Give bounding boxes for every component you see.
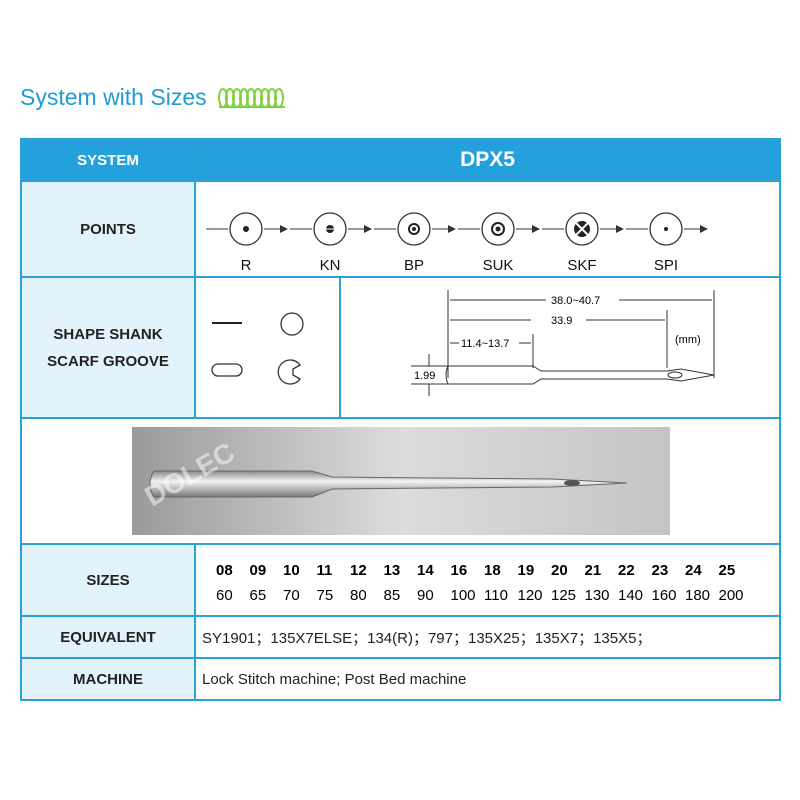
point-label: KN: [319, 256, 341, 274]
point-label: R: [240, 256, 252, 274]
shape-label-2: SCARF GROOVE: [47, 352, 169, 370]
dimension-svg: 38.0~40.7 33.9 11.4~13.7 1.99 (mm): [411, 290, 715, 396]
size-us: 23: [651, 562, 669, 579]
needle-photo: DOLEC: [131, 427, 670, 535]
size-us: 10: [283, 562, 300, 579]
size-nm: 75: [316, 587, 334, 604]
point-bp: BP: [372, 185, 456, 274]
size-us: 21: [584, 562, 602, 579]
point-suk-icon: [458, 211, 540, 246]
page-heading: System with Sizes: [20, 84, 289, 111]
sizes-row: SIZES 08 09 10 11 12 13 14 16 18 19 20 21 22 23 24 25 60…: [20, 543, 781, 617]
point-bp-icon: [374, 211, 456, 246]
size-nm: 140: [618, 587, 644, 604]
point-r: R: [204, 185, 288, 274]
size-us: 24: [685, 562, 702, 579]
size-nm: 70: [283, 587, 300, 604]
size-nm: 130: [584, 587, 610, 604]
size-nm: 200: [718, 587, 744, 604]
shape-row: SHAPE SHANK SCARF GROOVE 38.0~40.7 33.9 1…: [20, 276, 781, 419]
point-label: SUK: [482, 256, 514, 274]
size-nm: 100: [450, 587, 476, 604]
size-nm: 125: [551, 587, 577, 604]
dim-unit: (mm): [675, 334, 701, 346]
size-nm: 120: [517, 587, 543, 604]
size-nm: 110: [484, 587, 508, 604]
point-label: SPI: [653, 256, 679, 274]
shank-groove-icons: [211, 312, 304, 385]
size-nm: 85: [383, 587, 401, 604]
dim-shank: 11.4~13.7: [461, 338, 509, 350]
heading-text: System with Sizes: [20, 84, 207, 110]
size-us: 25: [718, 562, 736, 579]
size-us: 19: [517, 562, 535, 579]
point-label: BP: [403, 256, 424, 274]
size-nm: 160: [651, 587, 677, 604]
dim-eye: 33.9: [551, 315, 572, 327]
equivalent-label: EQUIVALENT: [20, 615, 196, 659]
point-kn-icon: [290, 211, 372, 246]
equivalent-row: EQUIVALENT SY1901；135X7ELSE；134(R)；797；1…: [20, 615, 781, 659]
points-label: POINTS: [20, 180, 196, 278]
size-nm: 80: [350, 587, 367, 604]
size-us: 09: [249, 562, 267, 579]
sizes-label: SIZES: [20, 543, 196, 617]
points-diagram: R KN BP SUK SKF SPI: [196, 185, 779, 274]
size-us: 20: [551, 562, 568, 579]
size-us: 18: [484, 562, 501, 579]
point-suk: SUK: [456, 185, 540, 274]
size-us: 16: [450, 562, 468, 579]
size-nm: 65: [249, 587, 267, 604]
point-kn: KN: [288, 185, 372, 274]
shape-label: SHAPE SHANK SCARF GROOVE: [20, 276, 196, 419]
size-us: 14: [417, 562, 434, 579]
size-us: 11: [316, 562, 333, 579]
coil-icon: [217, 87, 285, 108]
machine-row: MACHINE Lock Stitch machine; Post Bed ma…: [20, 657, 781, 701]
point-label: SKF: [567, 256, 597, 274]
size-nm: 180: [685, 587, 711, 604]
machine-value: Lock Stitch machine; Post Bed machine: [194, 657, 781, 701]
spec-table: SYSTEM DPX5 POINTS R KN BP SUK SKF SPI SHAPE …: [20, 138, 781, 701]
size-us: 13: [383, 562, 401, 579]
system-value: DPX5: [194, 138, 781, 182]
point-spi-icon: [626, 211, 708, 246]
equivalent-value: SY1901；135X7ELSE；134(R)；797；135X25；135X7…: [194, 615, 781, 659]
size-us: 12: [350, 562, 367, 579]
point-skf: SKF: [540, 185, 624, 274]
dim-total: 38.0~40.7: [551, 295, 600, 307]
sizes-us: 08 09 10 11 12 13 14 16 18 19 20 21 22 23 24 25: [216, 562, 779, 579]
sizes-nm: 60 65 70 75 80 85 90 100 110 120 125 130 140 160 180 20…: [216, 587, 779, 604]
system-row: SYSTEM DPX5: [20, 138, 781, 182]
points-row: POINTS R KN BP SUK SKF SPI: [20, 180, 781, 278]
size-nm: 90: [417, 587, 434, 604]
shank-shapes: [194, 276, 341, 419]
size-us: 22: [618, 562, 635, 579]
machine-label: MACHINE: [20, 657, 196, 701]
system-label: SYSTEM: [20, 138, 196, 182]
shape-label-1: SHAPE SHANK: [53, 325, 163, 343]
point-spi: SPI: [624, 185, 708, 274]
photo-row: DOLEC: [20, 417, 781, 545]
point-skf-icon: [542, 211, 624, 246]
size-us: 08: [216, 562, 233, 579]
dim-diameter: 1.99: [414, 370, 435, 382]
needle-dimension-drawing: 38.0~40.7 33.9 11.4~13.7 1.99 (mm): [339, 276, 781, 419]
point-r-icon: [206, 211, 288, 246]
size-nm: 60: [216, 587, 233, 604]
